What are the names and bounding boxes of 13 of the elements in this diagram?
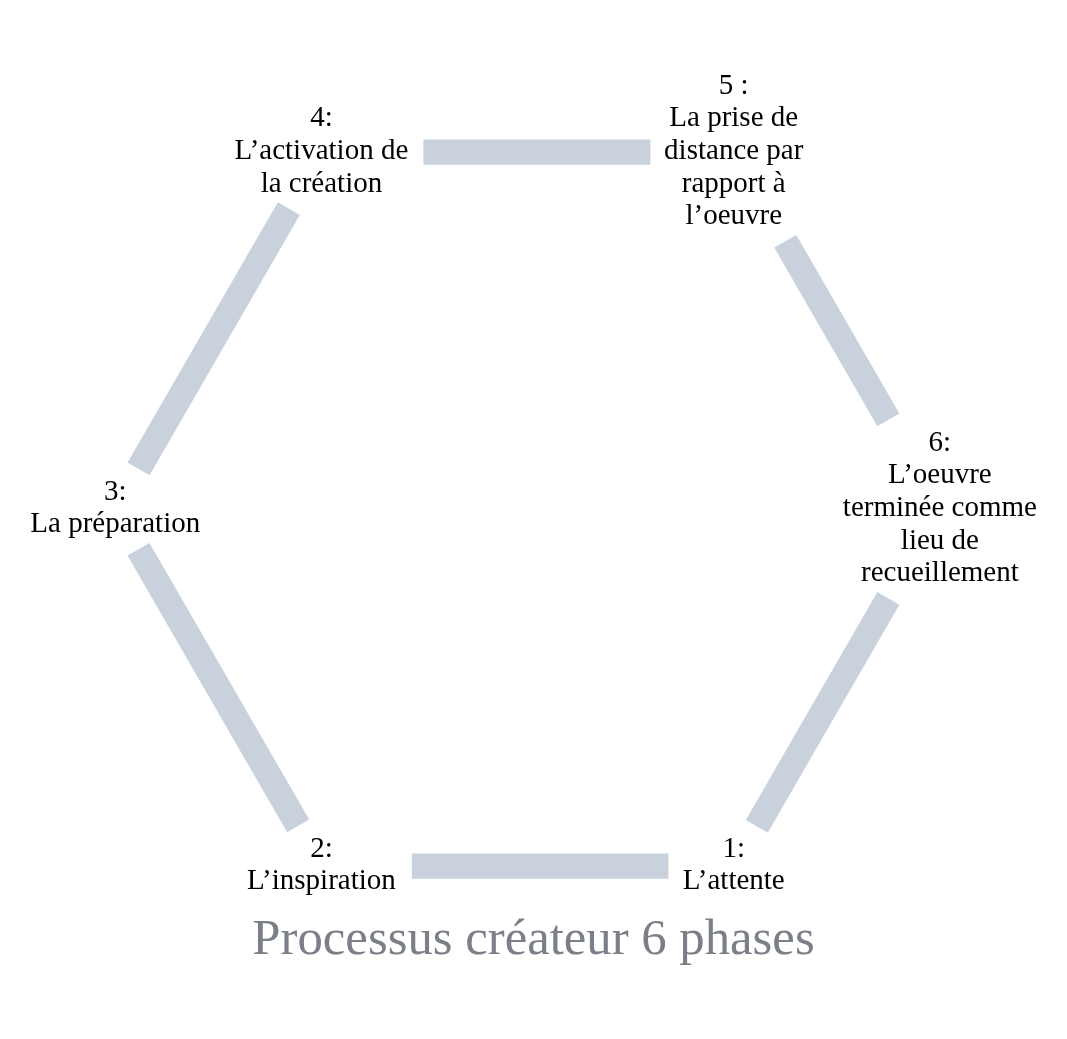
node-text: 6: L’oeuvre terminée comme lieu de recueillement xyxy=(842,424,1037,587)
connector xyxy=(411,853,669,879)
node-text: 3: La préparation xyxy=(30,473,201,538)
node-text: 5 : La prise de distance par rapport à l’oeuvre xyxy=(664,67,804,230)
connector xyxy=(774,234,900,426)
node-text: 4: L’activation de la création xyxy=(234,99,409,198)
node-text: 2: L’inspiration xyxy=(247,830,396,895)
connector xyxy=(127,201,300,475)
diagram-title: Processus créateur 6 phases xyxy=(252,908,815,965)
connector xyxy=(745,591,900,833)
connector xyxy=(127,542,310,832)
connector xyxy=(423,138,651,165)
node-text: 1: L’attente xyxy=(682,830,785,895)
